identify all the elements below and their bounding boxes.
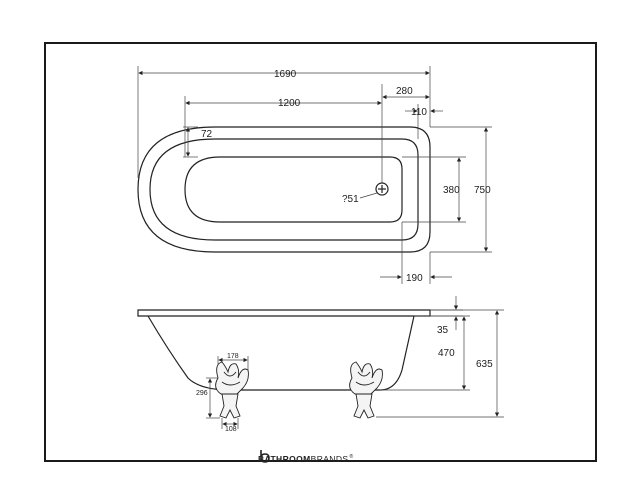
dim-inner-width: 380: [443, 185, 460, 196]
brand-name: BATHROOM BRANDS ®: [258, 454, 354, 464]
dim-foot-base: 108: [225, 426, 237, 433]
dim-rim-height: 35: [437, 325, 449, 336]
side-dimensions: [206, 296, 504, 429]
drawing-frame: [44, 42, 597, 462]
dim-waste-diameter: ?51: [342, 194, 359, 205]
dim-waste-offset: 280: [396, 86, 413, 97]
dim-right-offset: 110: [411, 107, 427, 118]
claw-foot-left: [215, 361, 249, 419]
dim-depth: 470: [438, 348, 455, 359]
side-view: [137, 309, 431, 391]
bath-rim-inner-line: [149, 138, 419, 241]
bath-side-body: [147, 315, 415, 391]
claw-foot-right: [349, 361, 383, 419]
brand-trademark: ®: [349, 454, 354, 460]
brand-logo: BATHROOM BRANDS ®: [258, 449, 354, 469]
bath-side-rim: [137, 309, 431, 317]
brand-b-icon: [260, 450, 270, 463]
plan-dimensions: [137, 66, 492, 284]
plan-view: [137, 126, 431, 253]
dim-foot-width: 178: [227, 353, 239, 360]
dim-overall-length: 1690: [274, 69, 297, 80]
dim-overall-width: 750: [474, 185, 491, 196]
dim-total-height: 635: [476, 359, 493, 370]
dim-inner-length: 1200: [278, 98, 301, 109]
brand-name-part1: BATHROOM: [258, 454, 311, 464]
bath-outer-rim: [137, 126, 431, 253]
dim-foot-height: 296: [196, 390, 208, 397]
bath-basin: [184, 156, 403, 223]
dim-rim-width: 72: [201, 129, 213, 140]
brand-name-part2: BRANDS: [310, 454, 349, 464]
dim-end-offset: 190: [406, 273, 423, 284]
